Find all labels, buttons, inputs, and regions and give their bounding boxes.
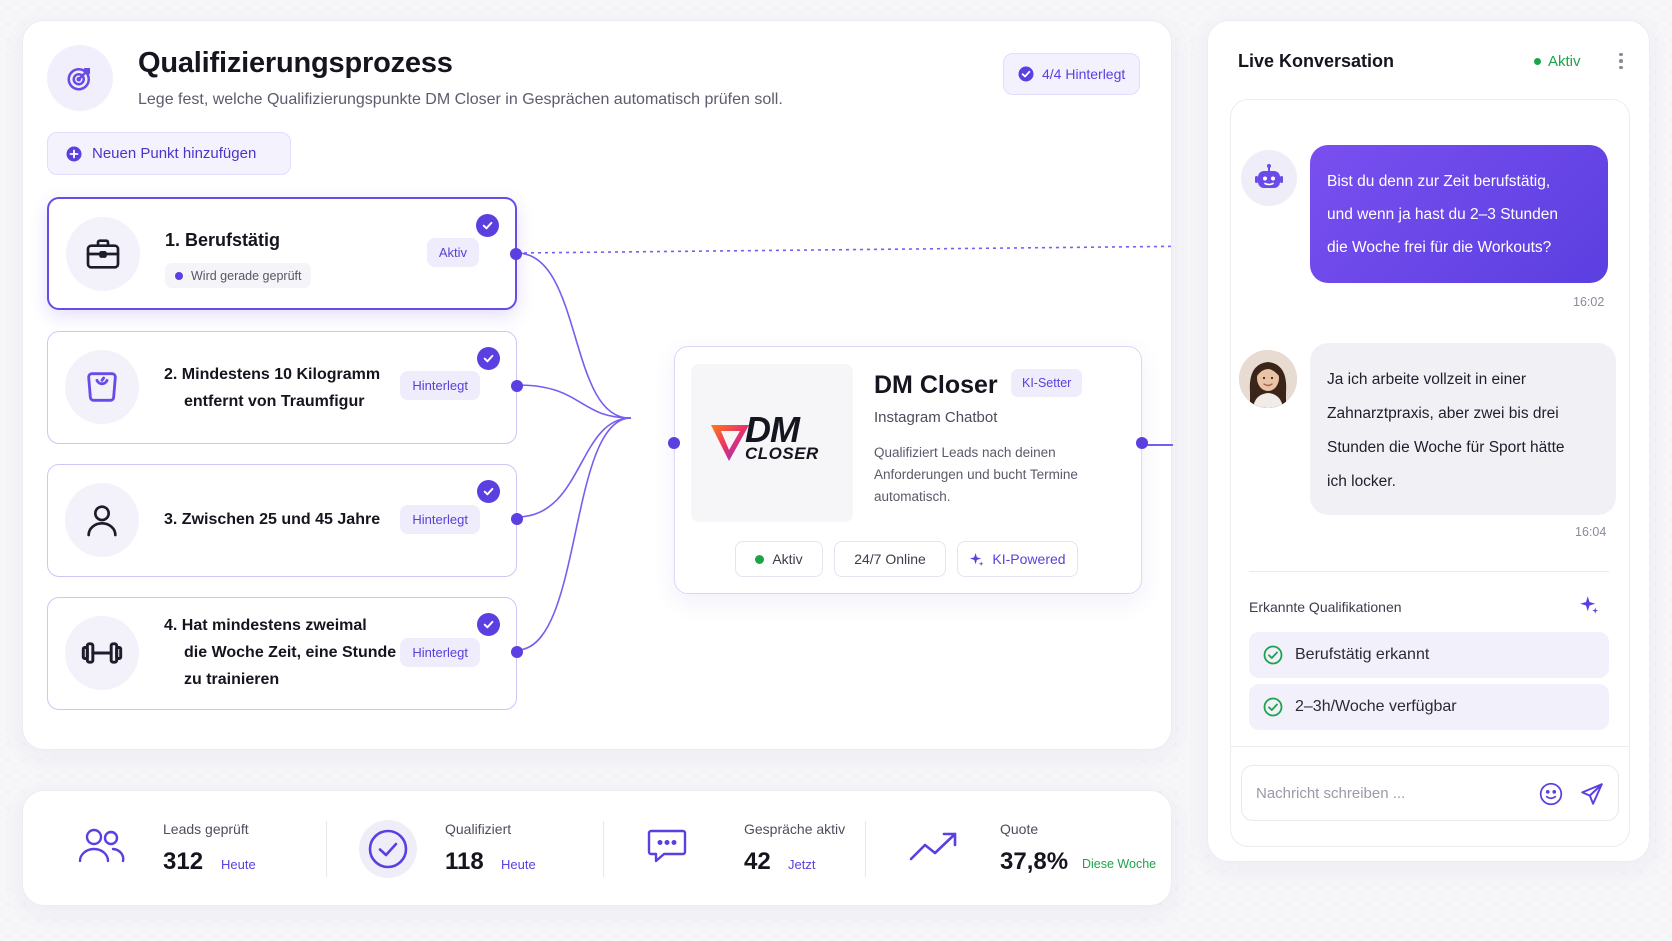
check-circle-icon (1018, 66, 1034, 82)
status-badge: Hinterlegt (400, 638, 480, 667)
user-message: Ja ich arbeite vollzeit in einer Zahnarz… (1310, 343, 1616, 515)
chat-icon (647, 829, 687, 863)
check-icon (477, 613, 500, 636)
target-icon (47, 45, 113, 111)
qualification-item: 2–3h/Woche verfügbar (1249, 684, 1609, 730)
hub-chip-ki: KI-Powered (957, 541, 1078, 577)
criterion-title: 3. Zwischen 25 und 45 Jahre (164, 511, 381, 528)
sparkle-icon (1580, 596, 1599, 614)
status-badge: Aktiv (426, 238, 479, 267)
criterion-title: 1. Berufstätig (165, 230, 281, 250)
divider (865, 821, 866, 877)
dumbbell-icon (65, 616, 139, 690)
status-badge: Hinterlegt (400, 371, 480, 400)
criterion-card-4[interactable]: 4. Hat mindestens zweimal die Woche Zeit… (47, 597, 523, 710)
trend-up-icon (909, 832, 957, 861)
connector-dot[interactable] (511, 646, 523, 658)
live-conversation-panel: Live Konversation Aktiv Bist du denn zur… (1207, 20, 1650, 862)
qualification-panel: Qualifizierungsprozess Lege fest, welche… (22, 20, 1173, 750)
criterion-card-3[interactable]: 3. Zwischen 25 und 45 Jahre Hinterlegt (47, 464, 523, 577)
hub-chip-online: 24/7 Online (834, 541, 946, 577)
status-badge: Hinterlegt (400, 505, 480, 534)
page-subtitle: Lege fest, welche Qualifizierungspunkte … (138, 91, 783, 108)
criterion-card-1[interactable]: 1. Berufstätig Wird gerade geprüft Aktiv (47, 197, 522, 310)
robot-icon (1255, 164, 1283, 188)
dotted-link-to-chat (516, 245, 1173, 254)
message-input[interactable] (1256, 776, 1526, 810)
sparkle-icon (970, 552, 984, 566)
check-circle-icon (1263, 697, 1283, 717)
message-timestamp: 16:04 (1575, 525, 1607, 539)
qualifications-title: Erkannte Qualifikationen (1249, 599, 1402, 615)
message-composer (1241, 765, 1619, 821)
qualification-item: Berufstätig erkannt (1249, 632, 1609, 678)
divider (1249, 571, 1609, 572)
bot-avatar-icon (1241, 150, 1297, 206)
hub-tag: KI-Setter (1011, 369, 1083, 397)
person-icon (65, 483, 139, 557)
status-dot (1534, 58, 1541, 65)
message-timestamp: 16:02 (1573, 295, 1605, 309)
connector-dot[interactable] (511, 380, 523, 392)
live-status: Aktiv (1534, 53, 1581, 70)
status-dot (175, 271, 183, 280)
connector-dot[interactable] (511, 513, 523, 525)
hub-output-dot[interactable] (1136, 437, 1148, 449)
hub-chip-aktiv: Aktiv (735, 541, 823, 577)
dm-closer-logo: DM CLOSER (691, 364, 853, 522)
connector-line-3 (516, 417, 632, 518)
divider (603, 821, 604, 877)
hub-description: Qualifiziert Leads nach deinen Anforderu… (874, 445, 1078, 504)
check-circle-icon (359, 820, 417, 878)
stat-conversations: Gespräche aktiv 42 Jetzt (604, 791, 864, 907)
hinterlegt-count-badge: 4/4 Hinterlegt (1003, 53, 1141, 95)
dm-closer-hub-card[interactable]: DM CLOSER DM Closer KI-Setter Instagram … (668, 346, 1148, 594)
check-circle-icon (1263, 645, 1283, 665)
divider (1230, 746, 1630, 747)
user-avatar (1239, 350, 1297, 408)
add-point-button[interactable]: Neuen Punkt hinzufügen (47, 132, 291, 175)
scale-icon (65, 350, 139, 424)
check-icon (477, 347, 500, 370)
live-title: Live Konversation (1238, 51, 1395, 71)
stat-qualified: Qualifiziert 118 Heute (327, 791, 602, 907)
connector-line-4 (516, 417, 632, 651)
stats-bar: Leads geprüft 312 Heute Qualifiziert 118… (22, 790, 1172, 906)
connector-dot[interactable] (510, 248, 522, 260)
check-icon (477, 480, 500, 503)
divider (326, 821, 327, 877)
checking-chip: Wird gerade geprüft (165, 263, 312, 288)
stat-leads: Leads geprüft 312 Heute (23, 791, 323, 907)
hub-type: Instagram Chatbot (874, 409, 998, 426)
send-icon[interactable] (1579, 781, 1605, 807)
criterion-title: 4. Hat mindestens zweimal die Woche Zeit… (164, 617, 397, 688)
briefcase-icon (66, 217, 140, 291)
criterion-title: 2. Mindestens 10 Kilogramm entfernt von … (164, 366, 381, 410)
flow-connectors (516, 245, 1173, 651)
connector-line-1 (516, 252, 632, 419)
criterion-card-2[interactable]: 2. Mindestens 10 Kilogramm entfernt von … (47, 331, 523, 444)
status-dot (755, 554, 765, 564)
users-icon (78, 828, 125, 863)
hub-name: DM Closer (874, 371, 998, 399)
check-icon (476, 214, 499, 237)
plus-circle-icon (66, 146, 82, 161)
connector-line-2 (516, 384, 632, 419)
page-title: Qualifizierungsprozess (138, 47, 453, 79)
more-options-icon[interactable] (1611, 48, 1631, 74)
stat-quote: Quote 37,8% Diese Woche (866, 791, 1171, 907)
hub-input-dot[interactable] (668, 437, 680, 449)
emoji-icon[interactable] (1538, 781, 1564, 807)
bot-message: Bist du denn zur Zeit berufstätig, und w… (1310, 145, 1608, 283)
